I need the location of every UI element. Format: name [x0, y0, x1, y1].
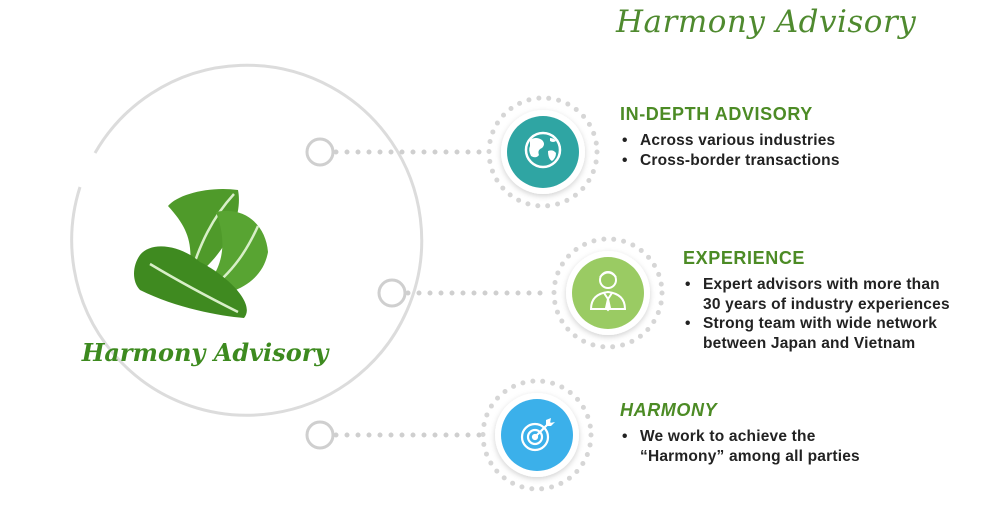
section-title: EXPERIENCE: [683, 248, 806, 268]
section-experience: EXPERIENCE Expert advisors with more tha…: [683, 248, 950, 353]
bullet-list: Across various industries Cross-border t…: [620, 131, 840, 170]
list-item: Expert advisors with more than 30 years …: [683, 275, 950, 314]
experience-badge: [551, 236, 665, 350]
logo-wordmark: Harmony Advisory: [81, 338, 330, 367]
ring-knob-experience: [377, 278, 407, 308]
bullet-list: Expert advisors with more than 30 years …: [683, 275, 950, 353]
section-title: HARMONY: [620, 400, 718, 420]
section-harmony: HARMONY We work to achieve the “Harmony”…: [620, 400, 860, 466]
list-item: Strong team with wide network between Ja…: [683, 314, 950, 353]
section-advisory: IN-DEPTH ADVISORY Across various industr…: [620, 104, 840, 170]
harmony-badge: [480, 378, 594, 492]
target-icon: [520, 418, 555, 452]
businessman-icon: [589, 271, 627, 312]
ring-knob-advisory: [305, 137, 335, 167]
logo-text: Harmony Advisory: [81, 338, 330, 367]
ring-knob-harmony: [305, 420, 335, 450]
list-item: Cross-border transactions: [620, 151, 840, 171]
page-title: Harmony Advisory: [616, 4, 917, 40]
leaf-logo-icon: [134, 188, 268, 318]
section-title: IN-DEPTH ADVISORY: [620, 104, 813, 124]
main-ring: [70, 63, 424, 417]
bullet-list: We work to achieve the “Harmony” among a…: [620, 427, 860, 466]
list-item: We work to achieve the “Harmony” among a…: [620, 427, 860, 466]
list-item: Across various industries: [620, 131, 840, 151]
globe-icon: [524, 131, 562, 169]
advisory-badge: [486, 95, 600, 209]
